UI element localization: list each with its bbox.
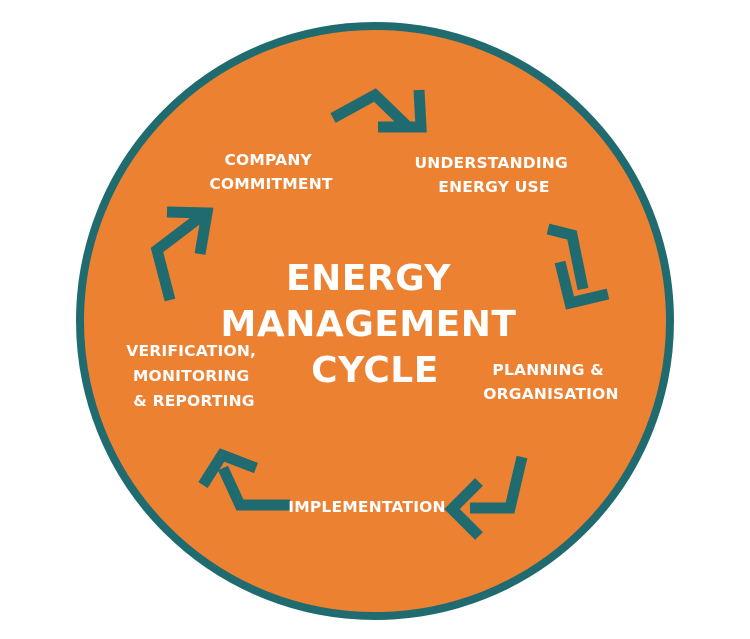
arrowhead-icon — [198, 448, 258, 488]
arrowhead-icon — [166, 206, 214, 255]
stage-label-planning-organisation: PLANNING & ORGANISATION — [483, 361, 618, 403]
stage-label-line: PLANNING & — [492, 361, 604, 379]
arrowhead-icon — [554, 260, 610, 310]
stage-label-line: & REPORTING — [133, 392, 254, 410]
arrow-understanding-to-planning — [546, 223, 610, 310]
stage-label-line: COMPANY — [224, 151, 312, 169]
arrow-planning-to-implementation — [444, 455, 528, 540]
center-title-line: MANAGEMENT — [221, 304, 517, 345]
center-title: ENERGY MANAGEMENT CYCLE — [221, 258, 530, 391]
arrow-implementation-to-verification — [198, 448, 290, 511]
arrow-icon — [470, 455, 528, 514]
arrow-icon — [150, 210, 207, 302]
arrow-icon — [546, 223, 589, 291]
stage-label-line: MONITORING — [133, 367, 250, 385]
arrow-icon — [218, 465, 290, 511]
arrow-verification-to-company — [150, 206, 214, 302]
stage-label-line: UNDERSTANDING — [415, 154, 568, 172]
arrow-icon — [330, 88, 412, 131]
stage-label-line: VERIFICATION, — [126, 342, 256, 360]
center-title-line: CYCLE — [311, 350, 439, 391]
stage-label-line: ENERGY USE — [438, 178, 549, 196]
stage-label-line: IMPLEMENTATION — [288, 498, 445, 516]
stage-label-implementation: IMPLEMENTATION — [288, 498, 445, 516]
stage-label-company-commitment: COMPANY COMMITMENT — [209, 151, 333, 193]
arrowhead-icon — [444, 478, 483, 540]
stage-label-verification-monitoring-reporting: VERIFICATION, MONITORING & REPORTING — [126, 342, 261, 410]
arrowhead-icon — [378, 89, 427, 133]
arrow-company-to-understanding — [330, 88, 427, 133]
stage-label-line: COMMITMENT — [209, 175, 333, 193]
stage-label-understanding-energy-use: UNDERSTANDING ENERGY USE — [415, 154, 574, 196]
stage-label-line: ORGANISATION — [483, 385, 618, 403]
center-title-line: ENERGY — [286, 258, 451, 299]
